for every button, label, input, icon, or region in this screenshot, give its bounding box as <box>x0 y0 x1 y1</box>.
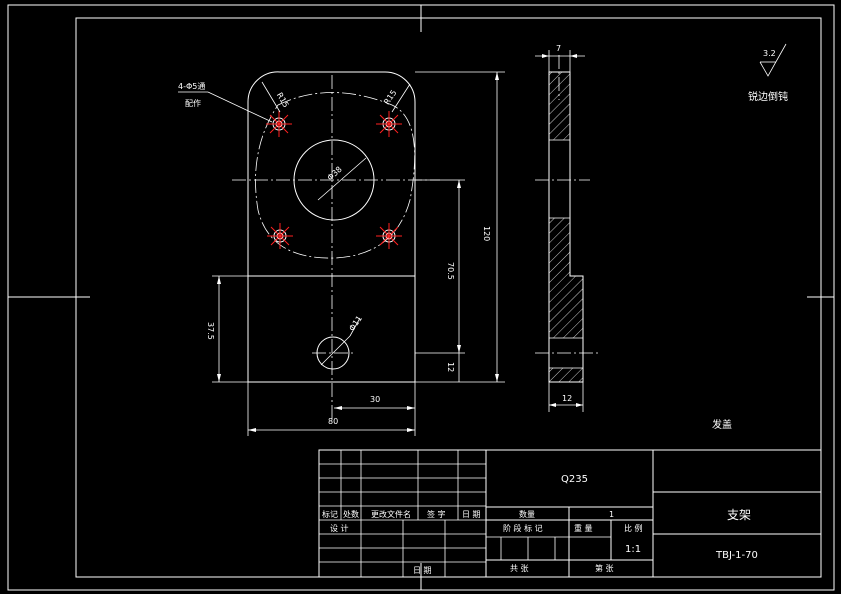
front-view: 4-Φ5通 配作 R15 R15 Φ38 Φ11 120 70.5 12 37.… <box>178 71 505 436</box>
scale-label: 比 例 <box>624 523 643 533</box>
rev-sign-label: 签 字 <box>427 509 446 519</box>
title-block: Q235 支架 TBJ-1-70 数量 1 阶 段 标 记 重 量 比 例 1:… <box>318 449 822 578</box>
side-hatch-upper <box>549 72 570 140</box>
sheet-number-label: 第 张 <box>595 563 614 573</box>
dim-height-total: 120 <box>482 226 491 241</box>
mounting-hole-top-right <box>376 111 402 137</box>
material-value: Q235 <box>561 474 588 485</box>
weight-label: 重 量 <box>574 523 593 533</box>
hole-callout-note: 配作 <box>185 98 201 108</box>
dim-half-width: 30 <box>370 395 380 404</box>
side-hatch-middle <box>549 218 570 276</box>
dim-width: 80 <box>328 417 338 426</box>
roughness-value: 3.2 <box>763 49 776 58</box>
outer-border <box>7 4 835 591</box>
quantity-label: 数量 <box>519 509 535 519</box>
designer-label: 设 计 <box>330 523 349 533</box>
surface-note: 锐边倒钝 <box>748 90 788 103</box>
drawing-number: TBJ-1-70 <box>715 550 758 561</box>
scale-value: 1:1 <box>625 544 641 555</box>
mounting-hole-bottom-left <box>267 223 293 249</box>
sheet-total-label: 共 张 <box>510 564 529 573</box>
quantity-value: 1 <box>609 510 614 519</box>
centering-marks <box>8 5 834 590</box>
part-name-label: 发盖 <box>712 418 732 431</box>
rev-doc-label: 更改文件名 <box>371 509 411 519</box>
stage-mark-label: 阶 段 标 记 <box>503 523 543 533</box>
rev-mark-label: 标记 <box>322 509 338 519</box>
rev-count-label: 处数 <box>343 509 359 519</box>
side-hatch-lower <box>549 276 583 338</box>
side-hatch-bottom <box>549 368 583 382</box>
dim-height-upper: 70.5 <box>446 262 455 280</box>
bolt-circle <box>255 92 416 259</box>
mounting-hole-bottom-right <box>376 223 402 249</box>
hole-callout-leader <box>207 91 273 123</box>
dim-r15-right: R15 <box>382 88 398 106</box>
dim-height-lower: 12 <box>446 362 455 372</box>
part-title: 支架 <box>727 508 751 522</box>
side-view: 7 12 <box>535 44 598 412</box>
rev-date-label: 日 期 <box>462 510 481 519</box>
roughness-symbol: 3.2 <box>759 43 787 77</box>
date-label: 日 期 <box>413 566 432 575</box>
dim-side-bottom: 12 <box>562 394 572 403</box>
dim-bottom-hole: Φ11 <box>347 314 364 333</box>
dim-left-height: 37.5 <box>206 322 215 340</box>
mounting-hole-top-left <box>266 111 292 137</box>
dim-side-top: 7 <box>556 44 561 53</box>
hole-callout-text: 4-Φ5通 <box>178 81 205 91</box>
